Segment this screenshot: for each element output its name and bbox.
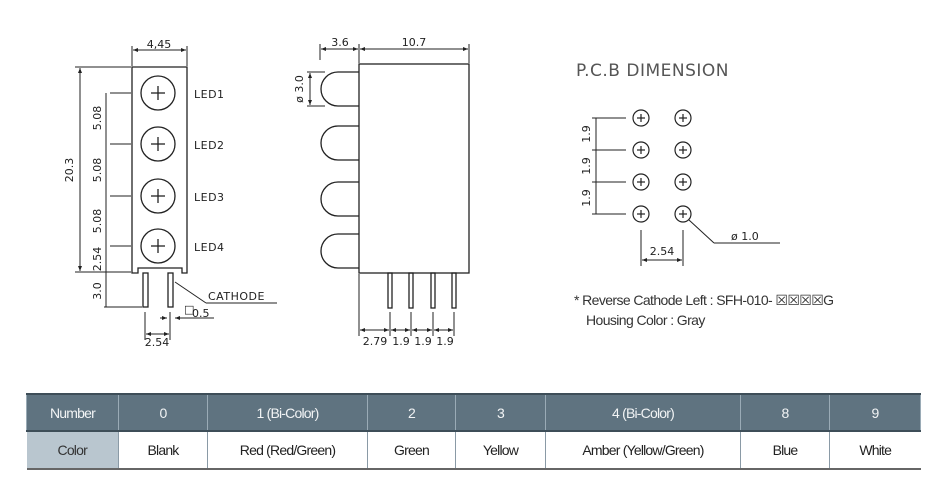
pcb-v-pitch-3: 1.9 [580, 189, 593, 207]
number-row: Number 0 1 (Bi-Color) 2 3 4 (Bi-Color) 8… [26, 394, 921, 431]
number-cell: 4 (Bi-Color) [545, 394, 741, 431]
front-width-dim: 4,45 [147, 38, 172, 51]
front-view [75, 46, 277, 340]
pcb-v-pitch-2: 1.9 [580, 157, 593, 175]
pcb-view [592, 109, 780, 266]
front-bottom-offset-dim: 2.54 [91, 247, 104, 272]
pcb-hole [674, 141, 692, 159]
front-pin-width-dim: 0.5 [192, 307, 210, 320]
color-cell: Amber (Yellow/Green) [545, 431, 741, 469]
number-cell: 8 [740, 394, 830, 431]
side-pin-3 [430, 272, 436, 309]
pin-left [142, 272, 149, 308]
side-pin-1 [387, 272, 393, 309]
led-2-symbol [140, 126, 176, 162]
color-code-table: Number 0 1 (Bi-Color) 2 3 4 (Bi-Color) 8… [26, 393, 921, 470]
pin-right [167, 272, 174, 308]
pcb-v-pitch-1: 1.9 [580, 125, 593, 143]
color-cell: Red (Red/Green) [207, 431, 368, 469]
pcb-hole-diameter: ø 1.0 [731, 230, 759, 243]
side-pin-offset-4: 1.9 [436, 335, 454, 348]
number-cell: 0 [118, 394, 208, 431]
side-pin-2 [408, 272, 414, 309]
pcb-hole [674, 205, 692, 223]
color-cell: Green [367, 431, 456, 469]
lens-diameter-dim: ø 3.0 [293, 75, 306, 103]
note-housing-color: Housing Color : Gray [586, 312, 705, 328]
cathode-label: CATHODE [208, 290, 265, 303]
side-view [307, 44, 470, 336]
led-label-2: LED2 [194, 139, 225, 152]
lens-1 [320, 71, 359, 107]
front-height-dim: 20.3 [63, 158, 76, 183]
lens-4 [320, 233, 359, 269]
number-cell: 1 (Bi-Color) [207, 394, 368, 431]
pcb-title: P.C.B DIMENSION [576, 61, 729, 81]
front-pitch-dim-1: 5.08 [91, 106, 104, 131]
lens-3 [320, 181, 359, 217]
pcb-hole [632, 173, 650, 191]
number-cell: 9 [829, 394, 921, 431]
side-pin-offset-1: 2.79 [363, 335, 388, 348]
pcb-hole [632, 141, 650, 159]
led-4-symbol [140, 228, 176, 264]
pcb-hole [632, 109, 650, 127]
led-label-3: LED3 [194, 191, 225, 204]
lens-2 [320, 125, 359, 161]
pcb-hole [674, 173, 692, 191]
number-cell: 3 [455, 394, 546, 431]
color-cell: Blue [740, 431, 830, 469]
pcb-h-pitch: 2.54 [650, 245, 675, 258]
color-cell: Blank [118, 431, 208, 469]
note-reverse-cathode: * Reverse Cathode Left : SFH-010- ☒☒☒☒G [574, 292, 834, 308]
led-1-symbol [140, 75, 176, 111]
color-cell: Yellow [455, 431, 546, 469]
pcb-hole [674, 109, 692, 127]
notes: * Reverse Cathode Left : SFH-010- ☒☒☒☒G … [574, 290, 834, 330]
front-pin-spacing-dim: 2.54 [145, 336, 170, 349]
pcb-hole [632, 205, 650, 223]
front-pin-width-prefix: □ [184, 303, 194, 316]
side-body [358, 63, 470, 274]
led-label-4: LED4 [194, 241, 225, 254]
led-label-1: LED1 [194, 88, 225, 101]
side-pin-4 [451, 272, 457, 309]
side-pin-offset-2: 1.9 [392, 335, 410, 348]
number-cell: 2 [367, 394, 456, 431]
number-header: Number [26, 394, 119, 431]
front-pitch-dim-2: 5.08 [91, 158, 104, 183]
body-depth-dim: 10.7 [402, 36, 427, 49]
front-pin-length-dim: 3.0 [91, 282, 104, 300]
side-pin-offset-3: 1.9 [414, 335, 432, 348]
color-row: Color Blank Red (Red/Green) Green Yellow… [26, 431, 921, 469]
housing-outline [131, 66, 188, 274]
color-cell: White [829, 431, 921, 469]
led-3-symbol [140, 178, 176, 214]
color-header: Color [26, 431, 119, 469]
lens-protrusion-dim: 3.6 [331, 36, 349, 49]
technical-drawing: 4,45 20.3 5.08 5.08 5.08 2.54 3.0 2.54 □… [63, 36, 780, 349]
front-pitch-dim-3: 5.08 [91, 209, 104, 234]
